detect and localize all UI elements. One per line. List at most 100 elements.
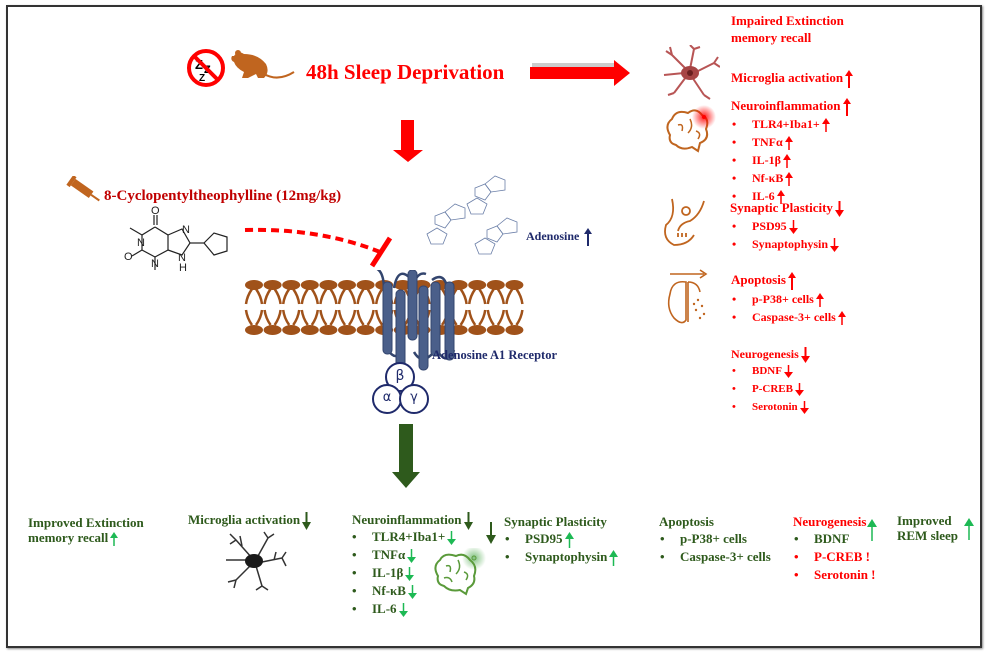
tx-rem-line1: Improved: [897, 513, 952, 528]
arrow-up-icon: [845, 70, 854, 89]
arrow-up-icon: [784, 136, 793, 151]
lipid-head: [338, 280, 356, 290]
lipid-tail: [505, 288, 524, 305]
sd-neuroinflammation-list: TLR4+Iba1+ TNFα IL-1β Nf-κB IL-6: [730, 115, 830, 205]
healthy-brain-icon: [434, 548, 486, 596]
lipid-head: [468, 280, 487, 290]
inhibition-line: [244, 227, 393, 268]
sd-synaptic: Synaptic Plasticity: [730, 200, 844, 218]
arrow-down-icon: [830, 238, 840, 253]
lipid-head: [486, 325, 505, 335]
item-label: TLR4+Iba1+: [372, 529, 446, 544]
sd-apoptosis: Apoptosis: [731, 272, 796, 291]
arrow-up-icon: [842, 98, 851, 117]
arrow-up-icon: [785, 172, 794, 187]
arrow-down-icon: [398, 603, 408, 618]
list-item: PSD95: [503, 530, 618, 549]
sd-neuroinflammation: Neuroinflammation: [731, 98, 851, 117]
lipid-head: [245, 325, 263, 335]
item-label: Serotonin !: [814, 567, 876, 582]
list-item: BDNF: [730, 362, 809, 380]
arrow-down-icon: [447, 531, 457, 546]
atom-h: H: [179, 262, 187, 274]
rat-icon: [231, 50, 295, 79]
receptor-helix: [430, 281, 441, 357]
atom-o1: O: [151, 205, 160, 217]
arrow-down-icon: [799, 400, 809, 414]
item-label: Nf-κB: [372, 583, 406, 598]
atom-n4: N: [178, 252, 186, 264]
svg-text:Z: Z: [195, 57, 203, 72]
item-label: Serotonin: [752, 401, 798, 413]
tx-rem-line2: REM sleep: [897, 528, 959, 543]
adenosine-text: Adenosine: [526, 228, 580, 243]
treatment-down-arrow-icon: [392, 424, 420, 488]
arrow-down-icon: [794, 382, 804, 396]
lipid-head: [263, 325, 282, 335]
lipid-head: [319, 280, 338, 290]
lipid-head: [300, 325, 319, 335]
sd-microglia: Microglia activation: [731, 70, 854, 89]
arrow-up-icon: [787, 272, 796, 291]
list-item: Nf-κB: [730, 169, 830, 187]
arrow-down-icon: [788, 220, 798, 235]
list-item: Synaptophysin: [503, 548, 619, 567]
receptor-loops: [376, 270, 450, 301]
tx-extinction: Improved Extinction memory recall: [28, 515, 144, 547]
lipid-head: [468, 325, 487, 335]
lipid-tail: [337, 288, 357, 305]
lipid-tail: [486, 288, 506, 305]
tx-extinction-line1: Improved Extinction: [28, 515, 144, 530]
tx-neuroinflammation-list: TLR4+Iba1+ TNFα IL-1β Nf-κB IL-6: [350, 528, 457, 618]
item-label: p-P38+ cells: [752, 292, 814, 306]
tx-microglia-text: Microglia activation: [188, 512, 301, 527]
list-item: Serotonin: [730, 398, 809, 416]
tx-apoptosis: Apoptosis: [659, 514, 714, 529]
gamma-subunit: γ: [399, 384, 429, 414]
list-item: Caspase-3+ cells: [658, 548, 771, 566]
item-label: Synaptophysin: [525, 549, 608, 565]
item-label: PSD95: [752, 219, 787, 233]
sd-neurogenesis-text: Neurogenesis: [731, 347, 799, 361]
arrow-down-icon: [407, 585, 417, 600]
item-label: Synaptophysin: [752, 237, 829, 251]
receptor-label: Adenosine A1 Receptor: [432, 348, 557, 362]
lipid-tail: [467, 288, 487, 305]
atom-n2: N: [182, 224, 190, 236]
tx-synaptic-list: PSD95 Synaptophysin: [503, 530, 619, 567]
arrow-down-icon: [800, 347, 810, 364]
lipid-head: [505, 280, 524, 290]
tx-neuroinflammation: Neuroinflammation: [352, 512, 473, 531]
sd-synaptic-text: Synaptic Plasticity: [730, 200, 833, 215]
lipid-tail: [486, 309, 506, 326]
receptor-helix: [382, 281, 393, 355]
item-label: p-P38+ cells: [680, 531, 747, 546]
tx-neuroinflammation-text: Neuroinflammation: [352, 512, 462, 527]
arrow-down-icon: [783, 364, 793, 378]
list-item: Synaptophysin: [730, 235, 840, 253]
lipid-tail: [244, 288, 264, 305]
item-label: TNFα: [372, 547, 406, 562]
lipid-tail: [319, 288, 338, 305]
right-arrow-icon: [530, 60, 630, 86]
arrow-down-icon: [407, 549, 417, 564]
tx-neurogenesis: Neurogenesis: [793, 514, 867, 529]
list-item: IL-6: [350, 600, 456, 618]
list-item: Caspase-3+ cells: [730, 308, 846, 326]
lipid-head: [245, 280, 263, 290]
sd-neuroinflammation-text: Neuroinflammation: [731, 98, 841, 113]
atom-o2: O: [124, 251, 133, 263]
arrow-up-icon: [609, 550, 619, 567]
tx-neurogenesis-list: BDNF P-CREB ! Serotonin !: [792, 530, 876, 584]
sd-extinction: Impaired Extinction memory recall: [731, 13, 844, 45]
arrow-up-icon: [776, 190, 785, 205]
item-label: IL-6: [372, 601, 397, 616]
svg-text:Z: Z: [199, 73, 205, 84]
down-arrow-icon: [393, 120, 423, 162]
arrow-up-icon: [584, 228, 593, 246]
list-item: TNFα: [730, 133, 830, 151]
item-label: PSD95: [525, 531, 563, 546]
sd-microglia-text: Microglia activation: [731, 70, 844, 85]
item-label: BDNF: [814, 531, 850, 546]
sd-synaptic-list: PSD95 Synaptophysin: [730, 217, 840, 253]
